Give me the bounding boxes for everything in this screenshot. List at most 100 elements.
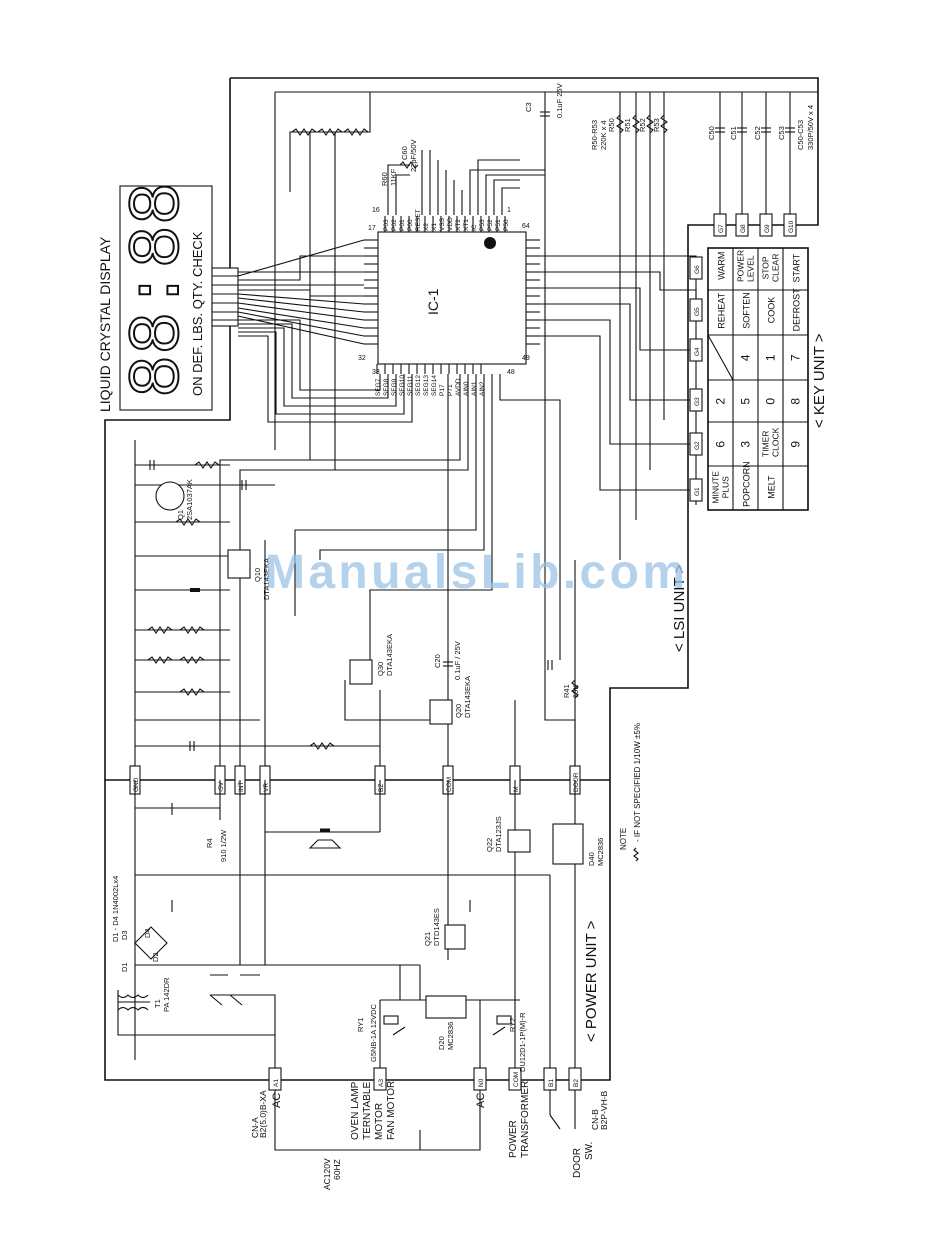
key-label: START (792, 253, 802, 282)
d1-d4-label: D1 - D4 1N4002Lx4 (111, 876, 120, 942)
ry1-label: RY1 (356, 1018, 365, 1032)
q21-value: DTD143ES (432, 908, 441, 946)
key-label-line2: CLOCK (771, 427, 781, 457)
bus-connector-label: GND (133, 777, 140, 792)
cn-a-part: B2(5.0)B-XA (258, 1090, 268, 1138)
ic-bottom-pin: SEG14 (431, 375, 438, 396)
ac-label-1: AC (271, 1093, 283, 1108)
ic-top-pin: P51 (495, 219, 502, 231)
t1-label: T1 (153, 999, 162, 1008)
key-label: 1 (764, 354, 778, 361)
d1-label: D1 (120, 962, 129, 972)
key-connector (689, 338, 703, 362)
q30-label: Q30 (376, 662, 385, 676)
bus-connector-label: M (513, 787, 520, 792)
cn-b-part: B2P-VH-B (599, 1090, 609, 1130)
key-label: 4 (739, 354, 753, 361)
lcd-display: 88:88 ON DEF. LBS. QTY. CHECK LIQUID CRY… (97, 181, 239, 412)
key-label: 5 (739, 398, 753, 405)
ic-bottom-pin: AIN0 (463, 381, 470, 396)
ic-pin-64: 64 (522, 223, 530, 230)
r4-value: 910 1/2W (219, 829, 228, 862)
lsi-internal (134, 374, 576, 780)
r50-53-value: 220K x 4 (599, 120, 608, 150)
ic-top-pin: X1 (431, 223, 438, 231)
ic-top-pin: XT1 (463, 219, 470, 231)
external-wiring (274, 1090, 576, 1151)
key-connector-label: G1 (694, 487, 701, 496)
d3-label: D3 (120, 930, 129, 940)
key-connector-label: G8 (740, 224, 747, 233)
t1-value: PA 142DR (162, 977, 171, 1012)
power-unit-title: < POWER UNIT > (583, 920, 600, 1042)
ic-bottom-pin: SEG7 (375, 378, 382, 396)
key-label: SOFTEN (742, 292, 752, 329)
key-label: 0 (764, 398, 778, 405)
c20-value: 0.1uF / 25V (453, 641, 462, 680)
r4-label: R4 (205, 838, 214, 848)
power-connector-label: B1 (548, 1079, 555, 1087)
lcd-digits: 88:88 (118, 182, 200, 398)
cn-b-label: CN-B (590, 1109, 600, 1130)
q22-label: Q22 (485, 838, 494, 852)
key-label: STOP (761, 256, 771, 279)
bus-connector-label: DOOR (573, 772, 580, 792)
c53-label: C53 (777, 126, 786, 140)
key-connector-label: G10 (788, 220, 795, 233)
key-label: DEFROST (792, 288, 802, 332)
key-connector-label: G6 (694, 265, 701, 274)
q21-label: Q21 (423, 932, 432, 946)
bottom-labels: CN-A B2(5.0)B-XA AC AC120V 60HZ OVEN LAM… (250, 1081, 609, 1190)
c60-label: C60 (400, 146, 409, 160)
ic-pin-1: 1 (507, 207, 511, 214)
note-title: NOTE (619, 828, 628, 850)
r41-value: 15K (571, 685, 580, 698)
ic-bottom-pin: SEG9 (391, 378, 398, 396)
key-connector (689, 388, 703, 412)
ry2-label: RY2 (508, 1018, 517, 1032)
lcd-bus (237, 239, 413, 423)
key-label: POPCORN (742, 461, 752, 507)
r41-label: R41 (562, 684, 571, 698)
key-label: MELT (767, 475, 777, 499)
ic-top-pin: P02 (391, 219, 398, 231)
c60-value: 22pF/50V (409, 139, 418, 172)
key-connector-label: G7 (718, 224, 725, 233)
c3-value: 0.1uF 25V (555, 83, 564, 118)
d20-value: MC2836 (446, 1022, 455, 1050)
ic-pin-17: 17 (368, 225, 376, 232)
lsi-components (147, 460, 579, 751)
lcd-title: LIQUID CRYSTAL DISPLAY (97, 236, 113, 412)
c50-53-label: C50-C53 (796, 120, 805, 150)
ic-top-pin: P00 (407, 219, 414, 231)
c20-label: C20 (433, 654, 442, 668)
key-label: REHEAT (717, 292, 727, 328)
key-connector-label: G3 (694, 397, 701, 406)
power-connector (508, 1067, 522, 1091)
d40-label: D40 (587, 852, 596, 866)
lsi-unit-title: < LSI UNIT > (671, 564, 688, 652)
r60-value: 11KF (389, 168, 398, 186)
key-label: POWER (736, 250, 746, 282)
q30-value: DTA143EKA (385, 634, 394, 676)
ry2-value: DU12D1-1P(M)-R (518, 1012, 527, 1072)
key-label: 8 (789, 398, 803, 405)
d4-label: D4 (143, 928, 152, 938)
r52-label: R52 (638, 118, 647, 132)
cn-a-label: CN-A (250, 1117, 260, 1138)
r50-53-label: R50-R53 (590, 120, 599, 150)
key-connector (689, 256, 703, 280)
power-connector-label: COM (513, 1072, 520, 1087)
top-network (274, 91, 818, 700)
ic-top-pin: P50 (503, 219, 510, 231)
key-label: 2 (714, 398, 728, 405)
r60-label: R60 (380, 172, 389, 186)
key-connector (713, 213, 727, 237)
key-label-line2: PLUS (721, 476, 731, 499)
d20-label: D20 (437, 1036, 446, 1050)
ic-bottom-pin: SEG13 (423, 375, 430, 396)
power-connector (373, 1067, 387, 1091)
q10-label: Q10 (253, 568, 262, 582)
key-connector-label: G2 (694, 441, 701, 450)
